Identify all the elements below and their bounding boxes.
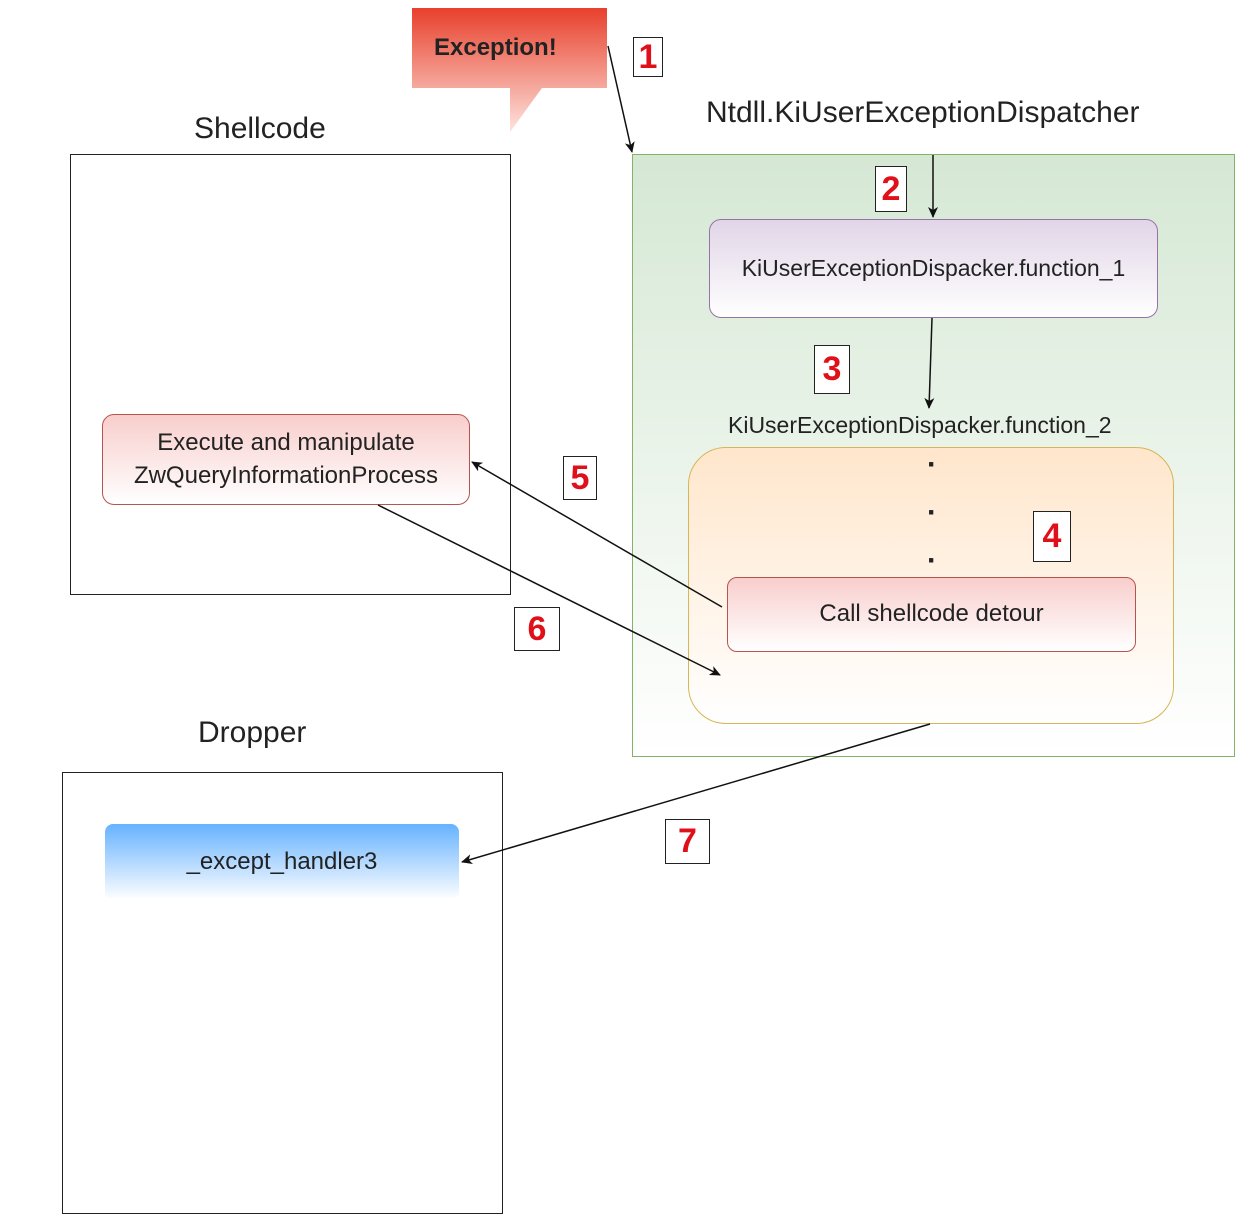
ellipsis-dot: · — [927, 544, 937, 577]
shellcode-title: Shellcode — [194, 112, 326, 145]
execute-manipulate-box: Execute and manipulate ZwQueryInformatio… — [102, 414, 470, 505]
function-1-box: KiUserExceptionDispacker.function_1 — [709, 219, 1158, 318]
dropper-title: Dropper — [198, 716, 307, 749]
function-2-label: KiUserExceptionDispacker.function_2 — [728, 412, 1112, 438]
dispatcher-title: Ntdll.KiUserExceptionDispatcher — [706, 96, 1140, 129]
arrow-step-3 — [924, 317, 935, 409]
ellipsis-dot: · — [927, 448, 937, 481]
exception-callout-text: Exception! — [434, 34, 557, 61]
except-handler-box: _except_handler3 — [105, 824, 459, 900]
step-number-5: 5 — [563, 456, 597, 500]
step-number-1: 1 — [633, 37, 663, 77]
step-number-6: 6 — [514, 607, 560, 651]
arrow-step-6 — [377, 504, 721, 676]
step-number-3: 3 — [814, 345, 850, 394]
arrow-step-5 — [471, 461, 723, 608]
step-number-2: 2 — [875, 166, 907, 212]
step-number-7: 7 — [665, 819, 710, 864]
call-shellcode-detour-box: Call shellcode detour — [727, 577, 1136, 652]
step-number-4: 4 — [1033, 511, 1071, 562]
arrow-step-7 — [461, 723, 931, 864]
arrow-step-1 — [607, 45, 635, 153]
exception-callout-shape — [412, 8, 607, 132]
ellipsis-dot: · — [927, 496, 937, 529]
execute-manipulate-line-2: ZwQueryInformationProcess — [133, 461, 439, 489]
execute-manipulate-line-1: Execute and manipulate — [157, 429, 415, 457]
shellcode-frame — [70, 154, 511, 595]
